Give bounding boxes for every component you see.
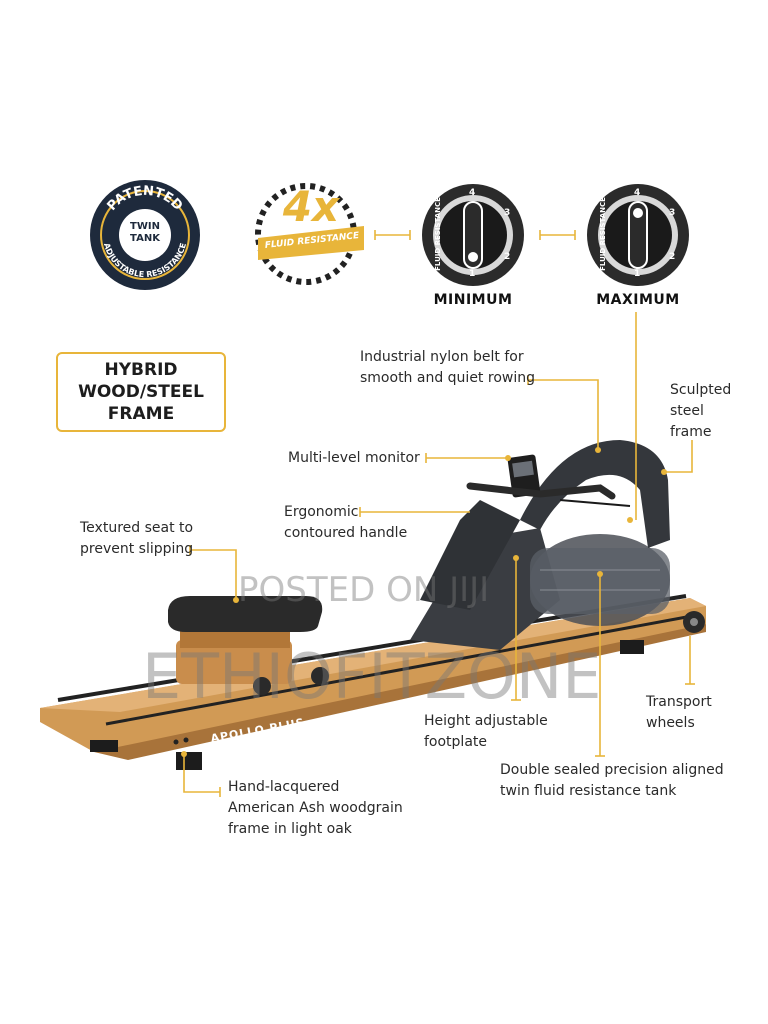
fourx-badge: 4x FLUID RESISTANCE — [252, 180, 368, 288]
dial-minimum-graphic — [422, 184, 524, 286]
dial-max-number-3: 3 — [669, 208, 676, 218]
callout-wood-frame: Hand-lacquered American Ash woodgrain fr… — [228, 779, 403, 837]
dial-min-number-1: 1 — [469, 269, 476, 279]
patented-badge: PATENTED ADJUSTABLE RESISTANCE TWIN TANK — [88, 178, 202, 292]
callout-tank: Double sealed precision aligned twin flu… — [500, 762, 724, 799]
dial-max-number-4: 4 — [634, 188, 641, 198]
hybrid-frame-box: HYBRID WOOD/STEEL FRAME — [56, 352, 226, 432]
fourx-text: 4x — [282, 182, 340, 231]
callout-wheels: Transport wheels — [646, 694, 712, 731]
dial-max-number-1: 1 — [634, 269, 641, 279]
watermark-posted: POSTED ON JIJI — [238, 570, 490, 610]
dial-min-number-3: 3 — [504, 208, 511, 218]
dial-maximum-graphic — [587, 184, 689, 286]
watermark-shop: ETHIOFITZONE — [142, 640, 602, 713]
twin-tank-text: TWIN TANK — [130, 221, 160, 244]
dial-maximum: 1 2 3 4 FLUID RESISTANCE — [585, 182, 691, 288]
maximum-label: MAXIMUM — [596, 292, 680, 308]
callout-seat: Textured seat to prevent slipping — [80, 520, 194, 557]
dial-min-number-2: 2 — [504, 252, 511, 262]
callout-nylon-belt: Industrial nylon belt for smooth and qui… — [360, 349, 535, 386]
patented-badge-graphic: PATENTED ADJUSTABLE RESISTANCE — [90, 180, 200, 290]
callout-monitor: Multi-level monitor — [288, 450, 420, 466]
callout-footplate: Height adjustable footplate — [424, 713, 548, 750]
dial-max-number-2: 2 — [669, 252, 676, 262]
fourx-dashed-circle — [255, 183, 364, 285]
callout-steel-frame: Sculpted steel frame — [670, 382, 732, 440]
minimum-label: MINIMUM — [433, 292, 513, 308]
callout-handle: Ergonomic contoured handle — [284, 504, 408, 541]
dial-min-number-4: 4 — [469, 188, 476, 198]
dial-minimum: 1 2 3 4 FLUID RESISTANCE — [420, 182, 526, 288]
